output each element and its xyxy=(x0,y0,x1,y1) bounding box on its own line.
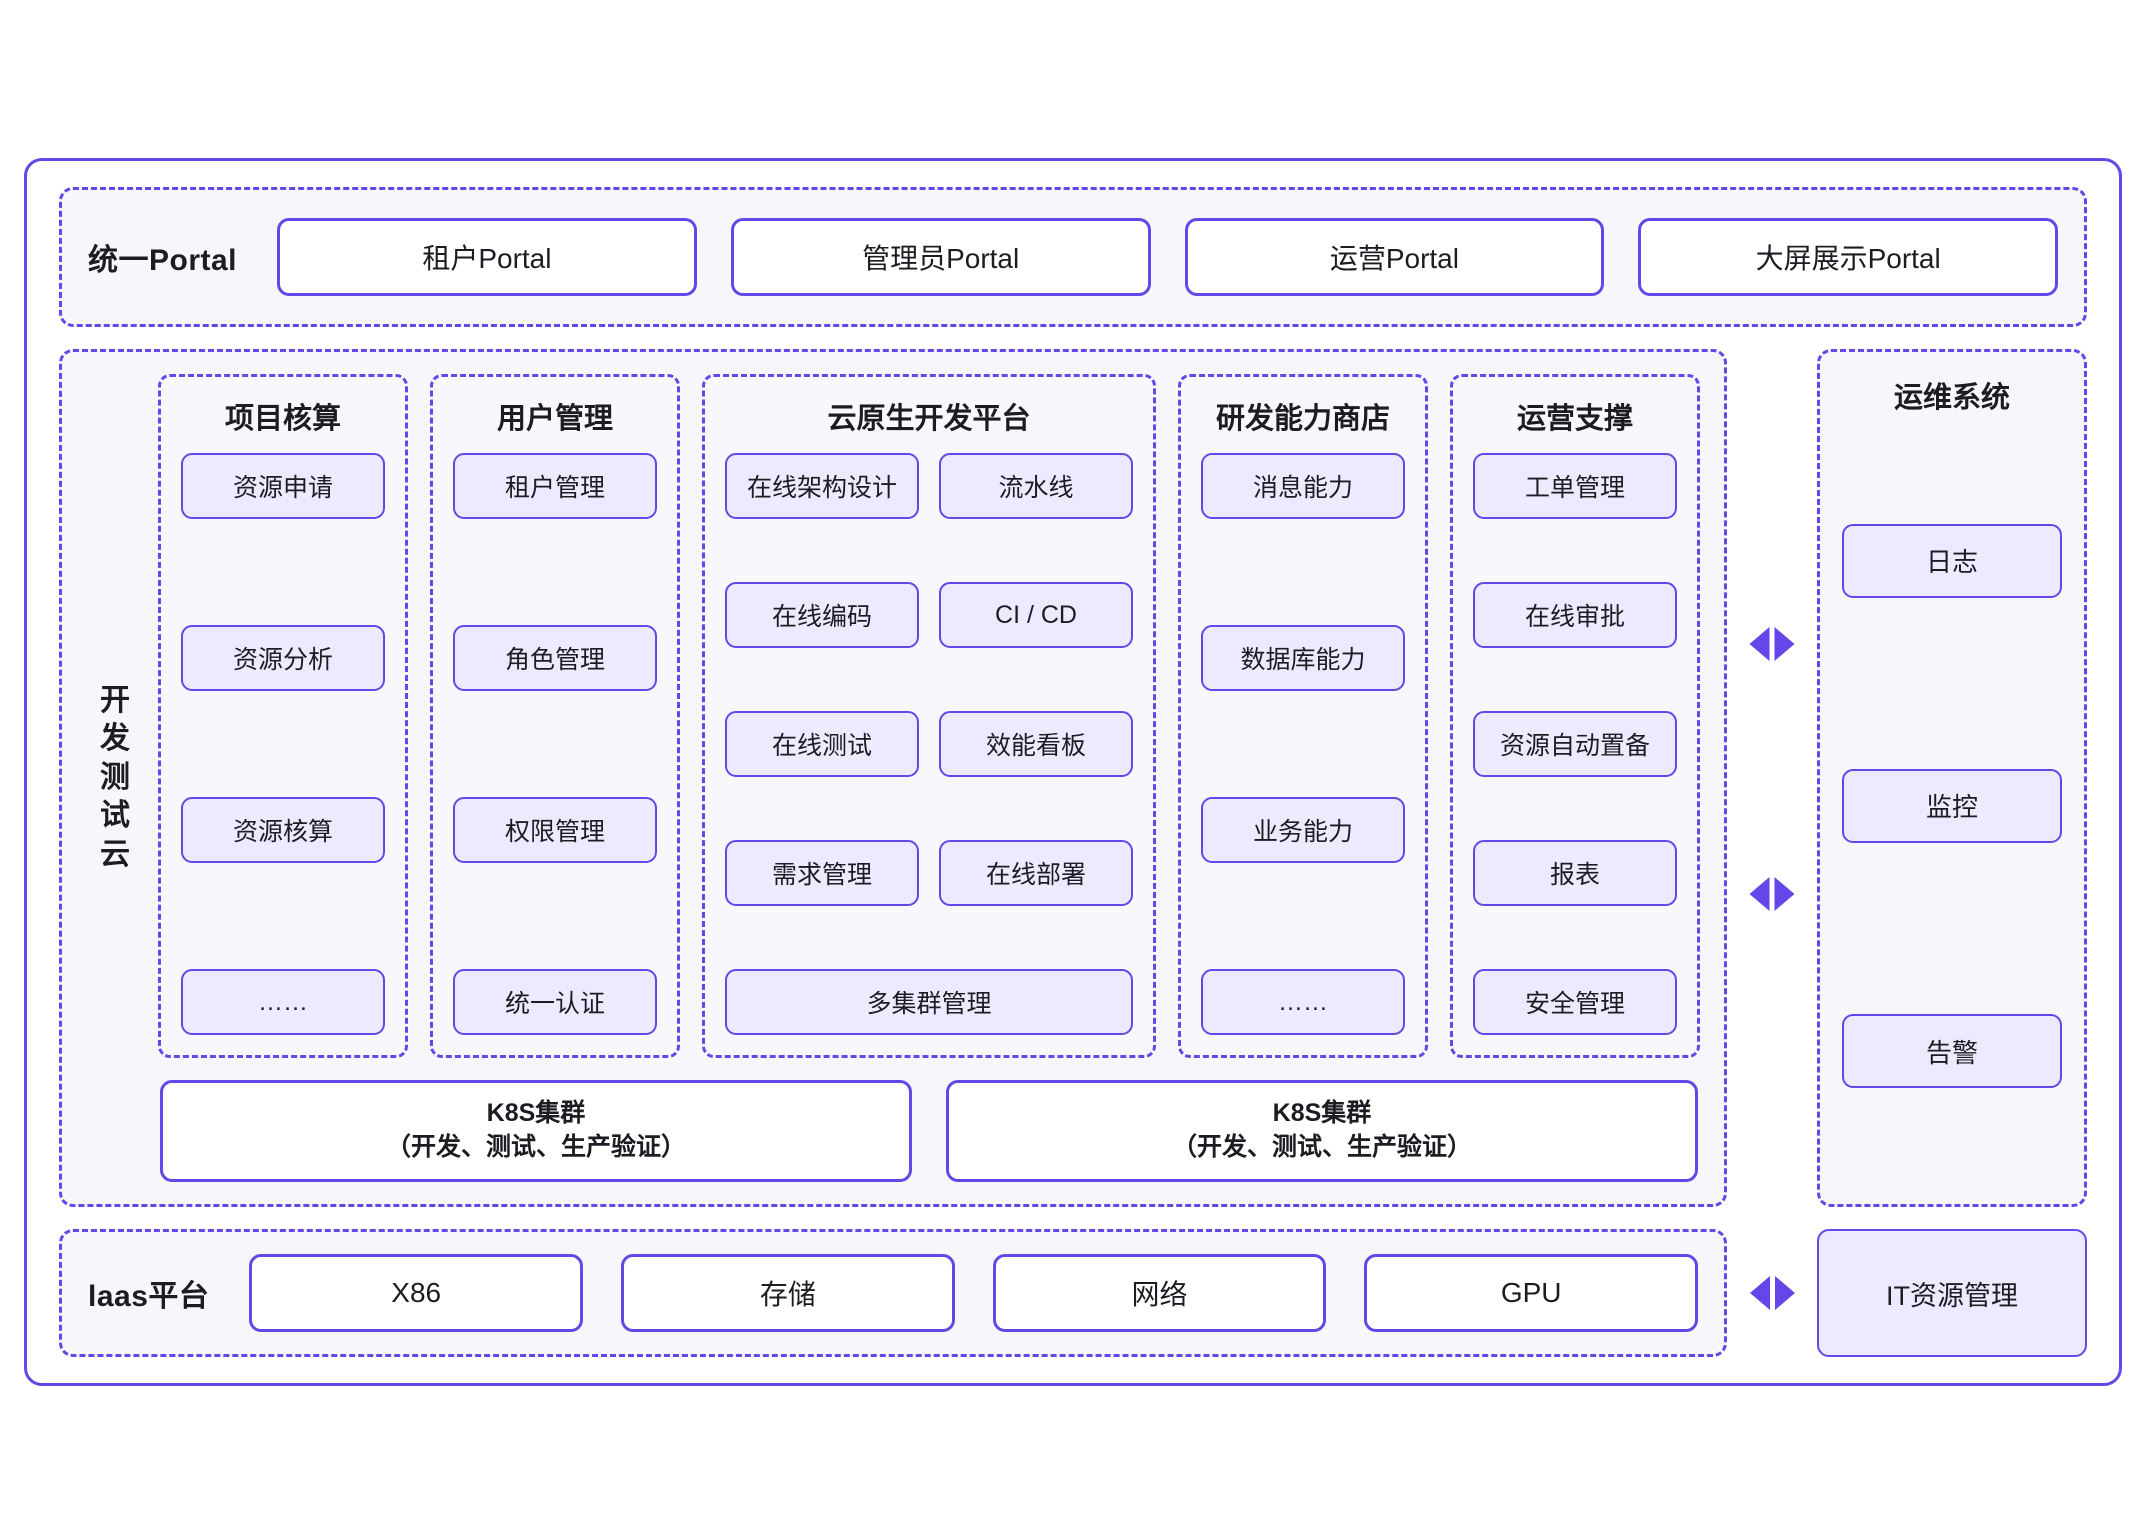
chip-more-ellipsis[interactable]: …… xyxy=(181,969,385,1035)
chip-permission-management[interactable]: 权限管理 xyxy=(453,797,657,863)
it-resource-management-box[interactable]: IT资源管理 xyxy=(1817,1229,2087,1357)
k8s-subtitle: （开发、测试、生产验证） xyxy=(1171,1133,1472,1161)
ops-system-items: 日志 监控 告警 xyxy=(1842,430,2062,1178)
k8s-title: K8S集群 xyxy=(1272,1099,1372,1128)
column-cloud-native-platform: 云原生开发平台 在线架构设计 流水线 在线编码 CI / CD xyxy=(702,374,1156,1058)
chip-efficiency-dashboard[interactable]: 效能看板 xyxy=(939,711,1133,777)
chip-database-capability[interactable]: 数据库能力 xyxy=(1201,625,1405,691)
chip-report[interactable]: 报表 xyxy=(1473,840,1677,906)
column-title: 用户管理 xyxy=(496,403,613,435)
k8s-cluster-box-2: K8S集群 （开发、测试、生产验证） xyxy=(946,1080,1698,1182)
arrow-right-icon xyxy=(1774,877,1795,911)
column-items: 资源申请 资源分析 资源核算 …… xyxy=(181,453,385,1035)
column-items: 工单管理 在线审批 资源自动置备 报表 安全管理 xyxy=(1473,453,1677,1035)
devtest-cloud-band: 开发测试云 项目核算 资源申请 资源分析 资源核算 …… xyxy=(59,349,1727,1207)
portal-band-label: 统一Portal xyxy=(88,244,238,277)
chip-online-testing[interactable]: 在线测试 xyxy=(725,711,919,777)
arrow-left-icon xyxy=(1749,627,1770,661)
connector-column xyxy=(1743,349,1801,1207)
column-user-management: 用户管理 租户管理 角色管理 权限管理 统一认证 xyxy=(430,374,680,1058)
ops-system-band: 运维系统 日志 监控 告警 xyxy=(1817,349,2087,1207)
iaas-box-gpu[interactable]: GPU xyxy=(1364,1254,1699,1332)
portal-box-tenant[interactable]: 租户Portal xyxy=(277,218,697,296)
chip-resource-accounting[interactable]: 资源核算 xyxy=(181,797,385,863)
chip-multi-cluster-management[interactable]: 多集群管理 xyxy=(725,969,1133,1035)
bidirectional-arrow-icon-bottom-row xyxy=(1749,1276,1795,1310)
column-title: 研发能力商店 xyxy=(1215,403,1390,435)
grid-row: 在线架构设计 流水线 xyxy=(725,453,1133,519)
chip-tenant-management[interactable]: 租户管理 xyxy=(453,453,657,519)
k8s-title: K8S集群 xyxy=(486,1099,586,1128)
architecture-diagram: 统一Portal 租户Portal 管理员Portal 运营Portal 大屏展… xyxy=(24,158,2122,1386)
chip-online-architecture-design[interactable]: 在线架构设计 xyxy=(725,453,919,519)
devtest-cloud-label: 开发测试云 xyxy=(100,684,130,871)
chip-message-capability[interactable]: 消息能力 xyxy=(1201,453,1405,519)
iaas-platform-label: laas平台 xyxy=(88,1280,210,1313)
portal-box-admin[interactable]: 管理员Portal xyxy=(730,218,1151,296)
chip-security-management[interactable]: 安全管理 xyxy=(1473,969,1677,1035)
iaas-platform-band: laas平台 X86 存储 网络 GPU xyxy=(59,1229,1727,1357)
chip-monitoring[interactable]: 监控 xyxy=(1842,768,2062,843)
chip-unified-auth[interactable]: 统一认证 xyxy=(453,969,657,1035)
chip-resource-analysis[interactable]: 资源分析 xyxy=(181,625,385,691)
chip-business-capability[interactable]: 业务能力 xyxy=(1201,797,1405,863)
bidirectional-arrow-icon-top xyxy=(1749,627,1795,661)
column-operations-support: 运营支撑 工单管理 在线审批 资源自动置备 报表 安全管理 xyxy=(1450,374,1700,1058)
chip-requirement-management[interactable]: 需求管理 xyxy=(725,840,919,906)
column-title: 运营支撑 xyxy=(1516,403,1633,435)
portal-box-operations[interactable]: 运营Portal xyxy=(1184,218,1605,296)
portal-band: 统一Portal 租户Portal 管理员Portal 运营Portal 大屏展… xyxy=(59,187,2087,327)
k8s-cluster-row: K8S集群 （开发、测试、生产验证） K8S集群 （开发、测试、生产验证） xyxy=(158,1080,1700,1182)
chip-ci-cd[interactable]: CI / CD xyxy=(939,582,1133,648)
portal-items: 租户Portal 管理员Portal 运营Portal 大屏展示Portal xyxy=(277,218,2059,296)
bidirectional-arrow-icon-bottom xyxy=(1749,877,1795,911)
chip-ticket-management[interactable]: 工单管理 xyxy=(1473,453,1677,519)
chip-online-approval[interactable]: 在线审批 xyxy=(1473,582,1677,648)
iaas-items: X86 存储 网络 GPU xyxy=(249,1254,1699,1332)
column-title: 云原生开发平台 xyxy=(827,403,1031,435)
chip-online-coding[interactable]: 在线编码 xyxy=(725,582,919,648)
capability-columns: 项目核算 资源申请 资源分析 资源核算 …… 用户管理 租户管理 xyxy=(158,374,1700,1058)
iaas-box-storage[interactable]: 存储 xyxy=(621,1254,955,1332)
devtest-inner: 项目核算 资源申请 资源分析 资源核算 …… 用户管理 租户管理 xyxy=(144,374,1700,1182)
bottom-row: laas平台 X86 存储 网络 GPU IT资源管理 xyxy=(59,1229,2087,1357)
column-project-accounting: 项目核算 资源申请 资源分析 资源核算 …… xyxy=(158,374,408,1058)
connector-column-bottom xyxy=(1743,1229,1801,1357)
chip-online-deployment[interactable]: 在线部署 xyxy=(939,840,1133,906)
portal-box-bigscreen[interactable]: 大屏展示Portal xyxy=(1638,218,2059,296)
middle-row: 开发测试云 项目核算 资源申请 资源分析 资源核算 …… xyxy=(59,349,2087,1207)
column-title: 项目核算 xyxy=(224,403,341,435)
column-items-grid: 在线架构设计 流水线 在线编码 CI / CD 在线测试 效能看板 xyxy=(725,453,1133,1035)
ops-system-title: 运维系统 xyxy=(1893,382,2010,414)
arrow-left-icon xyxy=(1749,877,1770,911)
iaas-box-network[interactable]: 网络 xyxy=(992,1254,1327,1332)
grid-row: 在线编码 CI / CD xyxy=(725,582,1133,648)
arrow-right-icon xyxy=(1774,1276,1795,1310)
chip-logs[interactable]: 日志 xyxy=(1842,523,2062,598)
k8s-subtitle: （开发、测试、生产验证） xyxy=(385,1133,686,1161)
column-items: 租户管理 角色管理 权限管理 统一认证 xyxy=(453,453,657,1035)
chip-alerting[interactable]: 告警 xyxy=(1842,1014,2062,1089)
chip-more-ellipsis[interactable]: …… xyxy=(1201,969,1405,1035)
column-items: 消息能力 数据库能力 业务能力 …… xyxy=(1201,453,1405,1035)
grid-row: 在线测试 效能看板 xyxy=(725,711,1133,777)
chip-role-management[interactable]: 角色管理 xyxy=(453,625,657,691)
chip-auto-provisioning[interactable]: 资源自动置备 xyxy=(1473,711,1677,777)
grid-row: 需求管理 在线部署 xyxy=(725,840,1133,906)
iaas-box-x86[interactable]: X86 xyxy=(249,1254,584,1332)
k8s-cluster-box-1: K8S集群 （开发、测试、生产验证） xyxy=(160,1080,912,1182)
chip-resource-request[interactable]: 资源申请 xyxy=(181,453,385,519)
chip-pipeline[interactable]: 流水线 xyxy=(939,453,1133,519)
arrow-right-icon xyxy=(1774,627,1795,661)
column-capability-store: 研发能力商店 消息能力 数据库能力 业务能力 …… xyxy=(1178,374,1428,1058)
arrow-left-icon xyxy=(1749,1276,1770,1310)
